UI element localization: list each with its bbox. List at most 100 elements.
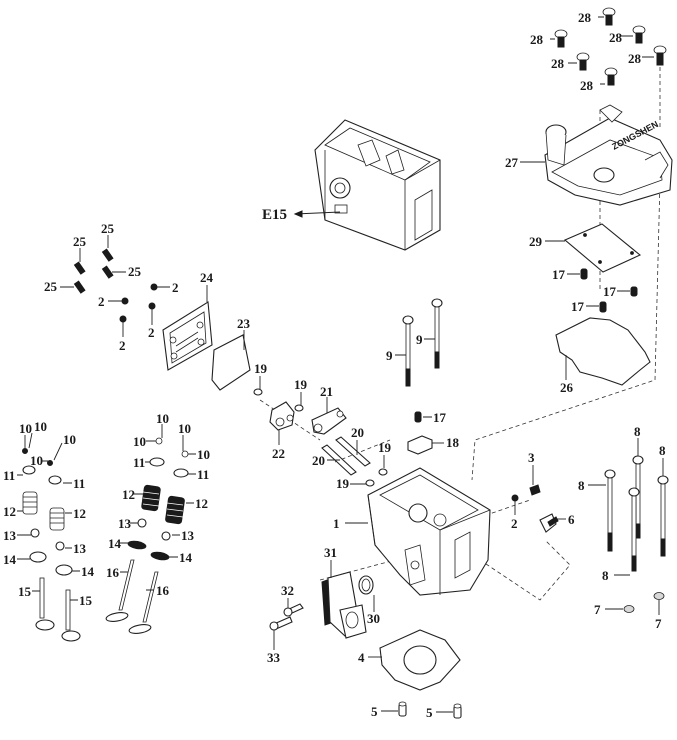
callout-20: 20 xyxy=(351,425,364,440)
callout-9: 9 xyxy=(416,332,423,347)
part-28-cover-bolts[interactable]: 28 28 28 28 28 28 xyxy=(530,7,667,93)
part-25-bolts[interactable]: 25 25 25 25 xyxy=(44,221,142,294)
callout-13: 13 xyxy=(181,528,195,543)
part-22-rocker-arm[interactable]: 22 xyxy=(269,401,295,461)
callout-8: 8 xyxy=(578,478,585,493)
callout-7: 7 xyxy=(594,602,601,617)
bolt-icon xyxy=(554,7,667,86)
callout-25: 25 xyxy=(128,264,142,279)
part-32-33-bolts[interactable]: 32 33 xyxy=(267,583,304,665)
part-19-o-rings[interactable]: 19 19 19 19 xyxy=(253,361,392,491)
callout-8: 8 xyxy=(659,443,666,458)
callout-21: 21 xyxy=(320,384,333,399)
part-23-intake-gasket[interactable]: 23 xyxy=(211,316,251,391)
callout-10: 10 xyxy=(30,453,43,468)
part-18-bracket[interactable]: 18 xyxy=(407,435,460,455)
callout-28: 28 xyxy=(628,51,642,66)
callout-11: 11 xyxy=(73,476,85,491)
callout-16: 16 xyxy=(156,583,170,598)
callout-29: 29 xyxy=(529,234,543,249)
callout-19: 19 xyxy=(336,476,350,491)
callout-11: 11 xyxy=(3,468,15,483)
callout-10: 10 xyxy=(63,432,76,447)
callout-28: 28 xyxy=(551,56,565,71)
callout-10: 10 xyxy=(156,411,169,426)
valve-train-exhaust[interactable]: 10 10 10 10 11 11 12 12 13 13 14 14 15 1… xyxy=(3,419,95,642)
callout-4: 4 xyxy=(358,650,365,665)
callout-3: 3 xyxy=(528,450,535,465)
callout-26: 26 xyxy=(560,380,574,395)
part-6-temperature-sensor[interactable]: 6 xyxy=(539,512,575,533)
part-29-breather-plate[interactable]: 29 xyxy=(529,223,642,273)
part-2-pins[interactable]: 2 2 2 2 2 xyxy=(98,280,519,531)
callout-5: 5 xyxy=(371,704,378,719)
callout-25: 25 xyxy=(73,234,87,249)
part-3-fitting[interactable]: 3 xyxy=(528,450,541,496)
part-30-oil-seal[interactable]: 30 xyxy=(358,575,380,626)
callout-14: 14 xyxy=(3,552,17,567)
callout-17: 17 xyxy=(571,299,585,314)
callout-12: 12 xyxy=(122,487,135,502)
callout-12: 12 xyxy=(195,496,208,511)
callout-19: 19 xyxy=(254,361,268,376)
callout-12: 12 xyxy=(73,506,86,521)
part-17-bolts[interactable]: 17 17 17 17 xyxy=(414,267,638,425)
part-31-intake-manifold[interactable]: 31 xyxy=(321,545,367,639)
callout-11: 11 xyxy=(197,467,209,482)
part-5-dowel-pins[interactable]: 5 5 xyxy=(371,701,462,720)
part-27-valve-cover[interactable]: ZONGSHEN 27 xyxy=(505,104,673,206)
callout-14: 14 xyxy=(179,550,193,565)
part-7-washers[interactable]: 7 7 xyxy=(594,592,665,632)
callout-20: 20 xyxy=(312,453,325,468)
callout-32: 32 xyxy=(281,583,294,598)
callout-14: 14 xyxy=(108,536,122,551)
callout-2: 2 xyxy=(98,294,105,309)
callout-10: 10 xyxy=(19,421,32,436)
callout-18: 18 xyxy=(446,435,460,450)
assembly-e15-cylinder-head[interactable]: E15 xyxy=(262,119,441,251)
part-20-rocker-shafts[interactable]: 20 20 xyxy=(312,425,371,476)
part-1-cylinder-head[interactable]: 1 xyxy=(333,467,491,596)
callout-19: 19 xyxy=(378,440,392,455)
callout-8: 8 xyxy=(634,424,641,439)
callout-12: 12 xyxy=(3,504,16,519)
callout-25: 25 xyxy=(44,279,58,294)
callout-5: 5 xyxy=(426,705,433,720)
part-4-head-gasket[interactable]: 4 xyxy=(358,629,461,691)
callout-28: 28 xyxy=(580,78,594,93)
callout-27: 27 xyxy=(505,155,519,170)
valve-train-intake[interactable]: 10 10 10 10 11 11 12 12 13 13 14 14 16 1… xyxy=(105,411,210,635)
callout-1: 1 xyxy=(333,516,340,531)
callout-15: 15 xyxy=(18,584,32,599)
callout-25: 25 xyxy=(101,221,115,236)
part-8-stud-bolts[interactable]: 8 8 8 8 xyxy=(578,424,669,583)
callout-2: 2 xyxy=(119,338,126,353)
callout-24: 24 xyxy=(200,270,214,285)
part-9-head-bolts[interactable]: 9 9 xyxy=(386,298,443,387)
callout-9: 9 xyxy=(386,348,393,363)
callout-17: 17 xyxy=(603,284,617,299)
part-21-rocker-arm[interactable]: 21 xyxy=(311,384,347,435)
callout-15: 15 xyxy=(79,593,93,608)
callout-14: 14 xyxy=(81,564,95,579)
callout-13: 13 xyxy=(3,528,17,543)
callout-10: 10 xyxy=(34,419,47,434)
callout-22: 22 xyxy=(272,446,285,461)
callout-13: 13 xyxy=(118,516,132,531)
callout-23: 23 xyxy=(237,316,251,331)
callout-33: 33 xyxy=(267,650,281,665)
part-26-cover-gasket[interactable]: 26 xyxy=(555,317,651,395)
callout-6: 6 xyxy=(568,512,575,527)
callout-8: 8 xyxy=(602,568,609,583)
callout-2: 2 xyxy=(148,325,155,340)
callout-13: 13 xyxy=(73,541,87,556)
callout-7: 7 xyxy=(655,616,662,631)
part-24-reed-plate[interactable]: 24 xyxy=(162,270,214,371)
callout-17: 17 xyxy=(433,410,447,425)
callout-e15: E15 xyxy=(262,207,287,223)
callout-2: 2 xyxy=(511,516,518,531)
callout-10: 10 xyxy=(178,421,191,436)
callout-10: 10 xyxy=(197,447,210,462)
callout-28: 28 xyxy=(530,32,544,47)
